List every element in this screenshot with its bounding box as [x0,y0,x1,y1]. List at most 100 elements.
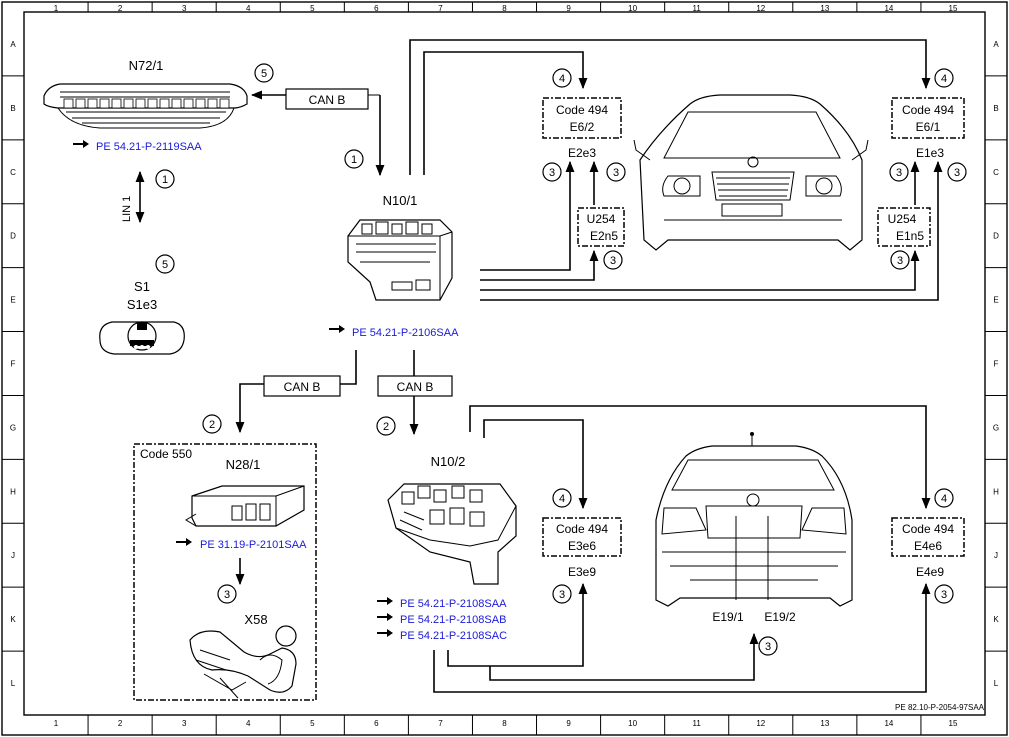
n28-ref-text[interactable]: PE 31.19-P-2101SAA [200,539,307,551]
marker-number: 5 [254,63,274,83]
n28-label: N28/1 [226,457,261,472]
grid-column-label: 14 [884,719,893,728]
s1e3-label: S1e3 [127,297,157,312]
grid-row-label: F [11,360,16,369]
grid-row-label: D [993,232,999,241]
svg-text:3: 3 [559,589,565,601]
marker-number: 2 [376,416,396,436]
e6-2-id: E6/2 [570,120,595,134]
e4e6-id: E4e6 [914,539,942,553]
n10-2-reference-a[interactable]: PE 54.21-P-2108SAA [377,597,507,610]
grid-row-label: L [11,679,16,688]
reference-pointer-icon [377,597,393,605]
grid-row-label: L [994,679,999,688]
n10-2-ref-b-text[interactable]: PE 54.21-P-2108SAB [400,614,506,626]
svg-text:3: 3 [610,255,616,267]
grid-row-label: K [993,615,999,624]
s1-label: S1 [134,279,150,294]
reference-pointer-icon [377,613,393,621]
marker-number: 3 [606,162,626,182]
x58-trailer-socket [189,625,297,699]
lin-label: LIN 1 [121,196,133,222]
grid-row-label: C [993,168,999,177]
grid-column-label: 9 [566,719,571,728]
vehicle-rear-view [655,432,853,607]
reference-pointer-icon [73,140,89,148]
grid-column-label: 14 [884,4,893,13]
reference-pointer-icon [329,325,345,333]
svg-text:3: 3 [613,167,619,179]
grid-row-label: B [10,104,15,113]
grid-column-label: 2 [118,719,123,728]
svg-text:2: 2 [209,419,215,431]
grid-column-label: 7 [438,4,443,13]
e3e6-code: Code 494 [556,522,608,536]
n10-1-reference[interactable]: PE 54.21-P-2106SAA [329,325,459,339]
marker-number: 3 [552,584,572,604]
grid-column-label: 10 [628,4,637,13]
marker-number: 3 [947,162,967,182]
grid-row-label: A [10,40,16,49]
svg-text:3: 3 [765,641,771,653]
e6-1-id: E6/1 [916,120,941,134]
svg-text:5: 5 [261,68,267,80]
grid-column-label: 11 [693,719,702,728]
marker-number: 4 [552,488,572,508]
grid-column-label: 5 [310,4,315,13]
e3e9-label: E3e9 [568,565,596,579]
can-left-label: CAN B [284,380,321,394]
e4e9-label: E4e9 [916,565,944,579]
n72-ref-text[interactable]: PE 54.21-P-2119SAA [96,141,202,153]
marker-number: 3 [890,250,910,270]
n10-2-ref-c-text[interactable]: PE 54.21-P-2108SAC [400,630,507,642]
e4e6-code: Code 494 [902,522,954,536]
reference-pointer-icon [377,629,393,637]
marker-number: 4 [552,68,572,88]
grid-row-label: G [10,423,16,432]
e6-2-code: Code 494 [556,103,608,117]
n10-1-ref-text[interactable]: PE 54.21-P-2106SAA [352,327,459,339]
n10-2-reference-c[interactable]: PE 54.21-P-2108SAC [377,629,507,642]
svg-text:3: 3 [897,255,903,267]
grid-row-label: F [994,360,999,369]
grid-row-label: B [993,104,998,113]
svg-text:1: 1 [351,154,357,166]
s1-light-switch [99,321,185,355]
grid-column-label: 13 [820,4,829,13]
n72-label: N72/1 [129,58,164,73]
grid-column-label: 3 [182,719,187,728]
svg-text:1: 1 [162,174,168,186]
n10-2-label: N10/2 [431,454,466,469]
grid-row-label: J [11,551,15,560]
n28-reference[interactable]: PE 31.19-P-2101SAA [176,538,307,551]
grid-row-label: D [10,232,16,241]
n10-2-ref-a-text[interactable]: PE 54.21-P-2108SAA [400,598,507,610]
marker-number: 3 [542,162,562,182]
marker-number: 2 [202,414,222,434]
svg-text:4: 4 [941,73,947,85]
grid-column-label: 9 [566,4,571,13]
vehicle-front-view [633,94,869,251]
n10-2-reference-b[interactable]: PE 54.21-P-2108SAB [377,613,506,626]
grid-column-label: 4 [246,719,251,728]
svg-text:3: 3 [941,589,947,601]
svg-text:3: 3 [224,589,230,601]
u254-left-id: E2n5 [590,229,618,243]
grid-column-label: 6 [374,719,379,728]
footer-reference: PE 82.10-P-2054-97SAA [895,703,985,712]
grid-column-label: 8 [502,4,507,13]
grid-row-label: A [993,40,999,49]
svg-text:3: 3 [954,167,960,179]
grid-row-label: J [994,551,998,560]
grid-column-label: 8 [502,719,507,728]
grid-column-label: 10 [628,719,637,728]
svg-text:4: 4 [559,493,565,505]
can-top-label: CAN B [309,93,346,107]
marker-number: 3 [934,584,954,604]
svg-text:5: 5 [162,259,168,271]
n72-reference[interactable]: PE 54.21-P-2119SAA [73,140,202,153]
n10-2-sam-module [387,483,517,585]
svg-text:3: 3 [896,167,902,179]
